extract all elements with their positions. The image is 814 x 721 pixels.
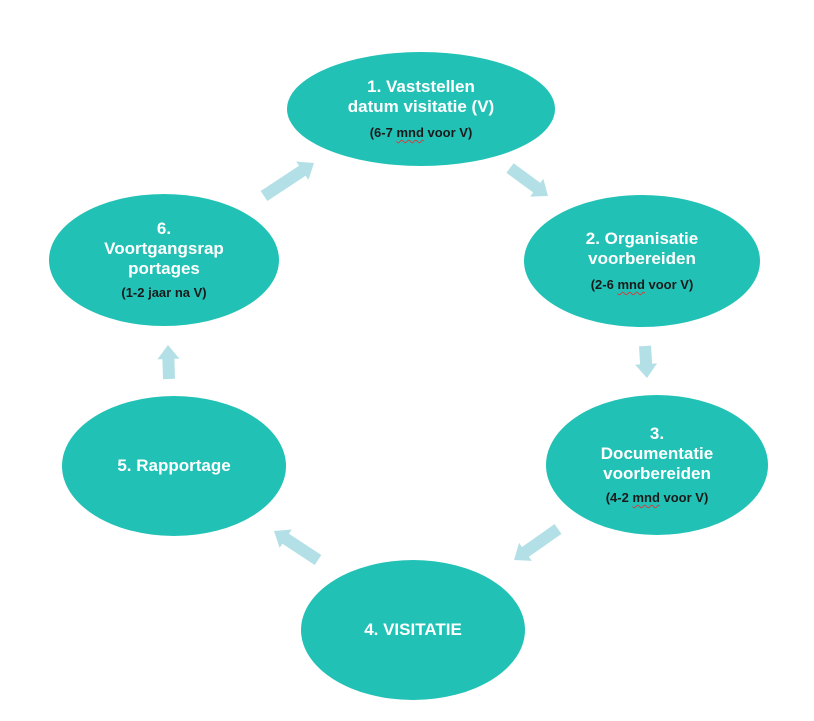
node-1-sub-pre: (6-7 xyxy=(369,125,397,140)
node-5-rapportage: 5. Rapportage xyxy=(62,396,286,536)
node-4-title-line-1: 4. VISITATIE xyxy=(364,620,462,639)
node-3-sub-post: voor V) xyxy=(659,490,709,505)
node-4-visitatie: 4. VISITATIE xyxy=(301,560,525,700)
node-2-sub-pre: (2-6 xyxy=(590,277,618,292)
node-3-sub-pre: (4-2 xyxy=(605,490,633,505)
node-3-subtitle: (4-2 mnd voor V) xyxy=(606,490,709,506)
arrow-1-to-2 xyxy=(506,163,548,197)
arrow-5-to-6 xyxy=(157,345,180,380)
node-3-title-line-1: 3. xyxy=(649,424,665,443)
node-1-sub-underlined: mnd xyxy=(396,125,424,140)
node-6-sub-pre: (1-2 jaar na V) xyxy=(121,285,207,300)
node-6-voortgangsrapportages: 6. Voortgangsrap portages (1-2 jaar na V… xyxy=(49,194,279,326)
arrow-4-to-5 xyxy=(274,529,322,565)
node-2-subtitle: (2-6 mnd voor V) xyxy=(591,277,694,293)
arrow-2-to-3 xyxy=(635,345,658,378)
node-1-title-line-1: 1. Vaststellen xyxy=(367,77,475,96)
node-2-title-line-1: 2. Organisatie xyxy=(585,229,699,248)
node-2-organisatie: 2. Organisatie voorbereiden (2-6 mnd voo… xyxy=(524,195,760,327)
node-2-sub-underlined: mnd xyxy=(617,277,645,292)
node-2-sub-post: voor V) xyxy=(644,277,694,292)
arrow-6-to-1 xyxy=(260,161,314,201)
node-6-title-line-2: Voortgangsrap xyxy=(104,239,224,258)
node-2-title-line-2: voorbereiden xyxy=(588,249,696,268)
node-5-title-line-1: 5. Rapportage xyxy=(117,456,231,475)
node-3-sub-underlined: mnd xyxy=(632,490,660,505)
node-1-sub-post: voor V) xyxy=(423,125,473,140)
node-6-subtitle: (1-2 jaar na V) xyxy=(121,285,206,301)
node-1-subtitle: (6-7 mnd voor V) xyxy=(370,125,473,141)
node-6-title-line-3: portages xyxy=(128,259,200,278)
node-3-title-line-2: Documentatie xyxy=(600,444,714,463)
node-6-title-line-1: 6. xyxy=(156,219,172,238)
node-3-title-line-3: voorbereiden xyxy=(603,464,711,483)
node-1-vaststellen: 1. Vaststellen datum visitatie (V) (6-7 … xyxy=(287,52,555,166)
arrow-3-to-4 xyxy=(514,524,562,561)
node-3-documentatie: 3. Documentatie voorbereiden (4-2 mnd vo… xyxy=(546,395,768,535)
node-1-title-line-2: datum visitatie (V) xyxy=(347,97,495,116)
